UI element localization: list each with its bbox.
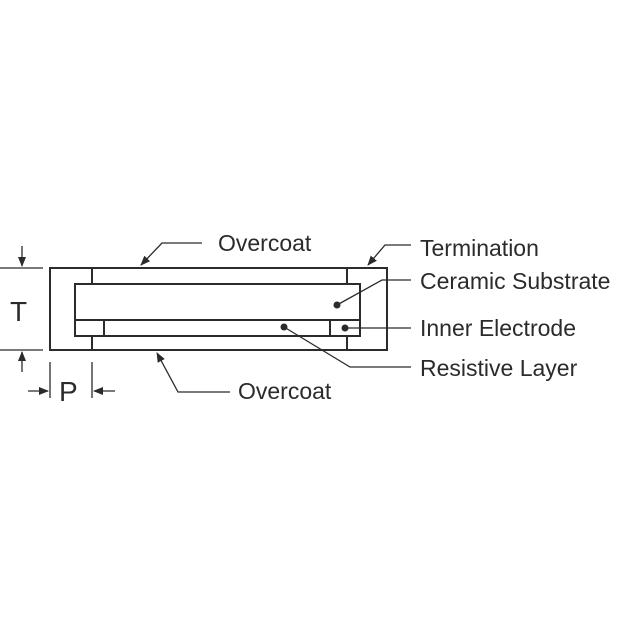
outer-body — [49, 267, 388, 351]
overcoat-top-leader — [140, 242, 202, 266]
inner-electrode-dot — [341, 324, 349, 332]
overcoat-bottom-label: Overcoat — [238, 378, 332, 404]
leaders — [140, 242, 411, 393]
ceramic-substrate-leader — [336, 279, 411, 306]
overcoat-bottom-leader — [156, 352, 230, 393]
dimension-p: P — [28, 362, 115, 407]
resistive-layer-leader — [283, 326, 411, 368]
resistive-layer-label: Resistive Layer — [420, 355, 578, 381]
dimension-t-label: T — [10, 296, 27, 327]
dimension-t: T — [0, 246, 43, 372]
overcoat-top-label: Overcoat — [218, 230, 312, 256]
ceramic-substrate-label: Ceramic Substrate — [420, 268, 610, 294]
termination-leader — [367, 244, 411, 266]
labels: Overcoat Termination Ceramic Substrate I… — [218, 230, 610, 404]
ceramic-substrate-rect — [74, 283, 361, 337]
ceramic-substrate-dot — [333, 301, 341, 309]
termination-label: Termination — [420, 235, 539, 261]
resistor-body — [49, 267, 388, 351]
resistive-layer-dot — [280, 323, 288, 331]
dimension-p-label: P — [59, 376, 78, 407]
inner-electrode-label: Inner Electrode — [420, 315, 576, 341]
